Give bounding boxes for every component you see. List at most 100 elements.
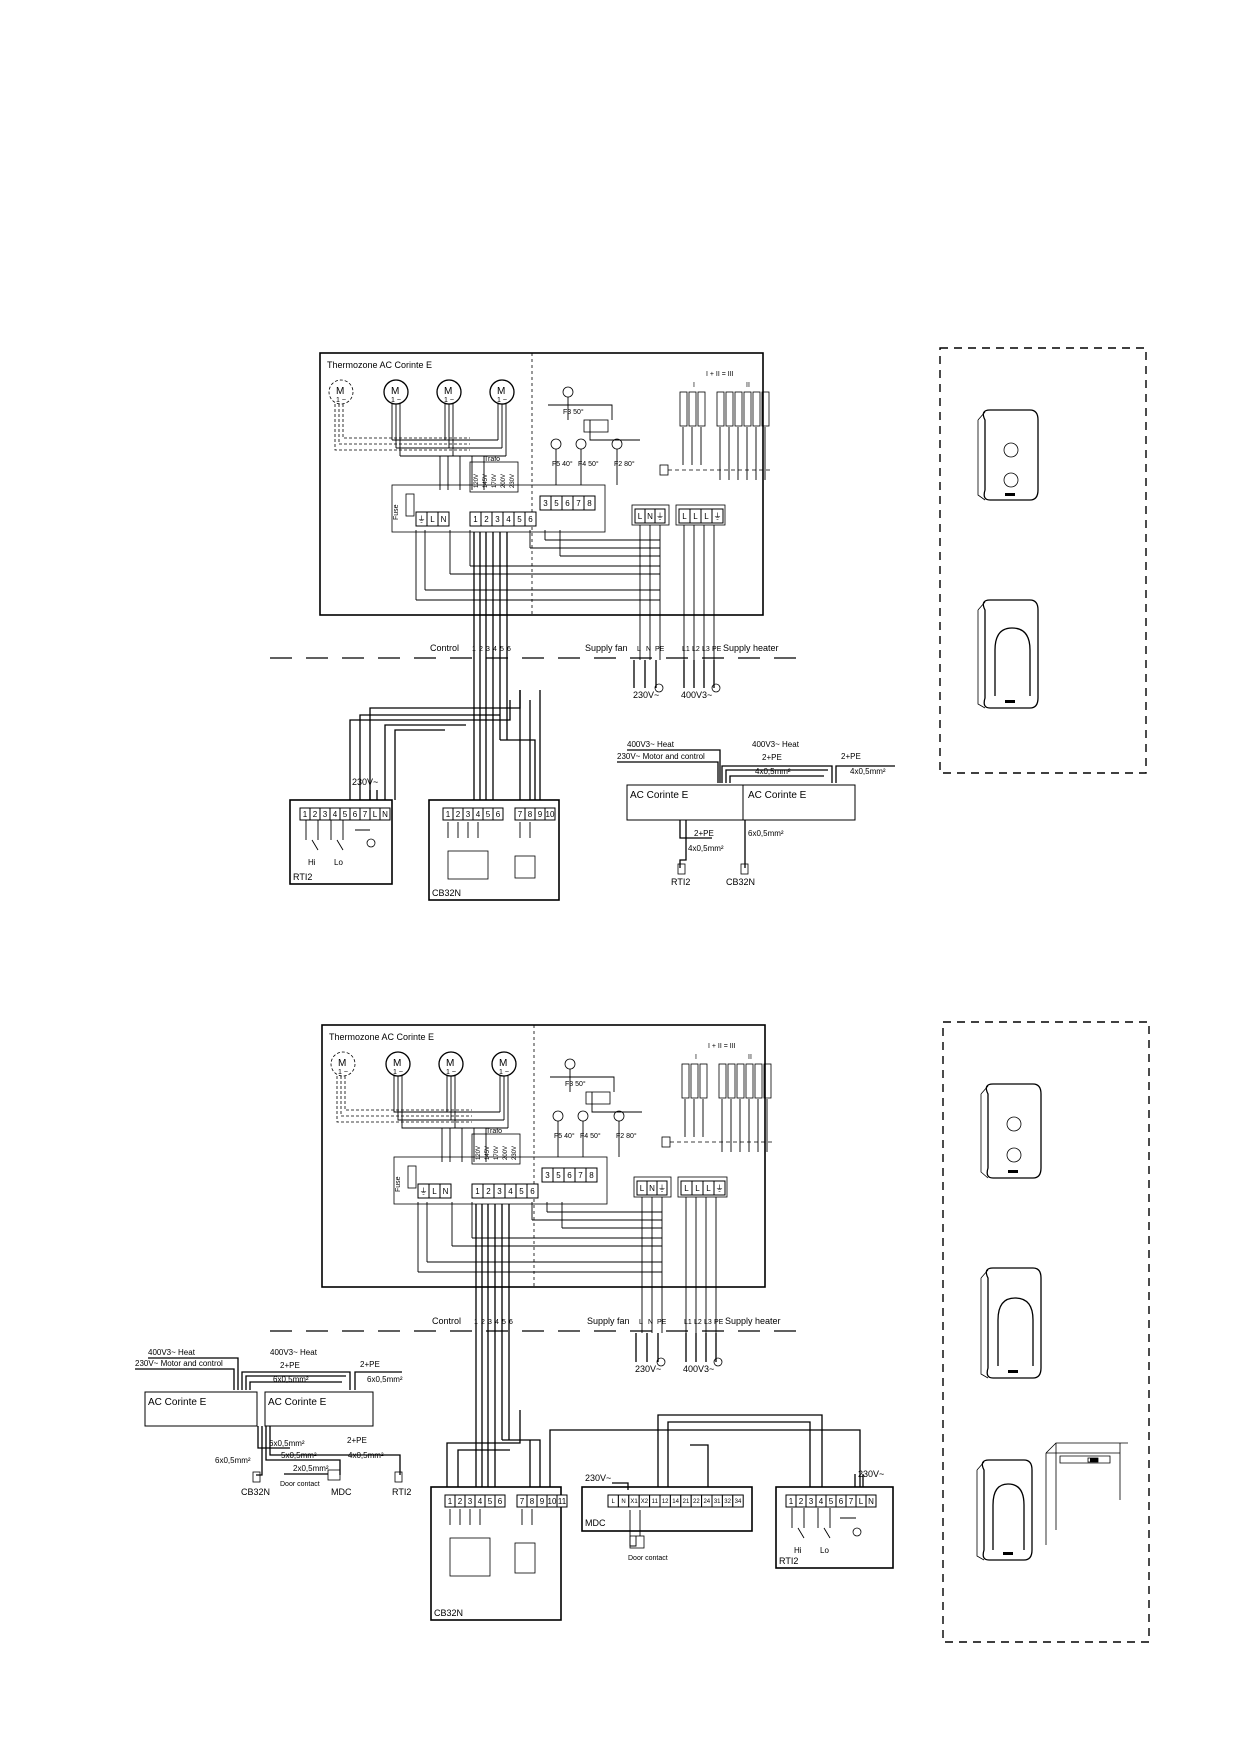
mdc-terminal-label: 11 — [652, 1499, 659, 1505]
control-number: 4 — [495, 1319, 499, 1326]
svg-text:M: M — [391, 386, 399, 397]
svg-text:400V3~ Heat: 400V3~ Heat — [627, 740, 675, 749]
svg-text:400V3~ Heat: 400V3~ Heat — [270, 1348, 318, 1357]
cb32n-terminal-label: 8 — [530, 1497, 535, 1506]
heater-terminal-label: L — [684, 1184, 689, 1193]
svg-text:RTI2: RTI2 — [392, 1487, 411, 1497]
cb32n-terminal-label: 7 — [518, 810, 523, 819]
svg-text:4x0,5mm²: 4x0,5mm² — [755, 767, 791, 776]
svg-text:F2 80°: F2 80° — [616, 1132, 637, 1140]
control-number: 6 — [507, 646, 511, 653]
main-terminal-label: N — [443, 1187, 449, 1196]
main-terminal-label: L — [430, 515, 435, 524]
heater-element-icon — [736, 1063, 745, 1099]
svg-text:AC Corinte E: AC Corinte E — [148, 1397, 207, 1408]
cb32n-terminal-label: 5 — [486, 810, 491, 819]
controller-device-icon — [980, 1267, 1042, 1379]
cb32n-terminal-label: 6 — [496, 810, 501, 819]
rti2-box — [775, 1486, 894, 1569]
control-label: Control — [432, 1316, 461, 1326]
svg-text:Lo: Lo — [334, 858, 343, 867]
svg-text:1 ~: 1 ~ — [499, 1069, 509, 1076]
fuse-label: Fuse — [395, 1176, 402, 1192]
control-number: 5 — [502, 1319, 506, 1326]
supply-heater-terminal: PE — [714, 1319, 724, 1326]
rti2-terminal-label: 3 — [809, 1497, 814, 1506]
rti2-box — [289, 799, 393, 885]
svg-text:230V~ Motor and control: 230V~ Motor and control — [135, 1359, 223, 1368]
heater-terminal-label: L — [693, 512, 698, 521]
control-terminal-label: 5 — [519, 1187, 524, 1196]
svg-text:RTI2: RTI2 — [671, 877, 690, 887]
supply-fan-terminal: N — [648, 1319, 653, 1326]
cb32n-terminal-label: 1 — [448, 1497, 453, 1506]
mdc-door-contact: Door contact — [628, 1555, 668, 1562]
thermostat-icon: F5 40° — [550, 438, 573, 468]
svg-text:II: II — [746, 382, 750, 389]
controller-device-icon — [977, 599, 1039, 709]
aux-terminal-cell — [585, 1167, 598, 1183]
thermostat-icon: F3 50° — [564, 1058, 586, 1088]
motor-icon: M 1 ~ — [491, 1051, 517, 1077]
thermostat-icon: F2 80° — [613, 1110, 637, 1140]
svg-text:6x0,5mm²: 6x0,5mm² — [269, 1439, 305, 1448]
svg-text:1 ~: 1 ~ — [391, 397, 401, 404]
cb32n-terminal-label: 9 — [538, 810, 543, 819]
aux-terminal-label: 5 — [554, 499, 559, 508]
main-terminal-cell — [437, 511, 450, 527]
cb32n-terminal-label: 11 — [558, 1497, 567, 1506]
rti2-terminal-label: 3 — [323, 810, 328, 819]
heater-element-icon — [718, 1063, 727, 1099]
mdc-terminal-label: L — [612, 1499, 616, 1505]
aux-terminal-cell — [583, 495, 596, 511]
cb32n-terminal-label: 3 — [468, 1497, 473, 1506]
supply-heater-label: Supply heater — [723, 643, 779, 653]
svg-text:F3 50°: F3 50° — [565, 1080, 586, 1088]
mdc-terminal-label: 31 — [714, 1499, 721, 1505]
cb32n-name: CB32N — [432, 888, 461, 898]
svg-text:M: M — [446, 1058, 454, 1069]
mdc-terminal-cell — [732, 1494, 744, 1508]
heater-element-icon — [679, 391, 688, 427]
rti2-terminal-label: L — [859, 1497, 864, 1506]
svg-text:Hi: Hi — [308, 858, 316, 867]
control-terminal-label: 6 — [530, 1187, 535, 1196]
main-terminal-label: N — [441, 515, 447, 524]
cb32n-terminal-cell — [544, 807, 556, 821]
svg-text:Hi: Hi — [794, 1546, 802, 1555]
control-number: 4 — [493, 646, 497, 653]
rti2-terminal-label: 5 — [829, 1497, 834, 1506]
unit-frame — [321, 1024, 766, 1288]
door-contact-device-icon — [1045, 1442, 1128, 1545]
supply-heater-terminal: L1 — [682, 646, 690, 653]
door-contact-icon — [629, 1535, 645, 1549]
cb32n-terminal-label: 8 — [528, 810, 533, 819]
heater-terminal-label: L — [695, 1184, 700, 1193]
aux-terminal-label: 6 — [567, 1171, 572, 1180]
rti2-terminal-label: 1 — [789, 1497, 794, 1506]
svg-text:II: II — [748, 1054, 752, 1061]
voltage-heat: 400V3~ — [683, 1364, 714, 1374]
rti2-terminal-label: 7 — [363, 810, 368, 819]
svg-text:F3 50°: F3 50° — [563, 408, 584, 416]
voltage-fan: 230V~ — [633, 690, 659, 700]
rti2-name: RTI2 — [779, 1556, 798, 1566]
controller-device-icon — [977, 409, 1039, 501]
trafo-tap-label: 170V — [492, 474, 498, 488]
control-number: 2 — [479, 646, 483, 653]
svg-text:AC Corinte E: AC Corinte E — [748, 790, 807, 801]
trafo-label: Trafo — [484, 456, 500, 463]
heater-terminal-cell — [713, 1180, 726, 1196]
cb32n-terminal-label: 1 — [446, 810, 451, 819]
cb32n-terminal-label: 10 — [548, 1497, 557, 1506]
fan-terminal-label: N — [647, 512, 653, 521]
supply-heater-terminal: L3 — [702, 646, 710, 653]
fuse-icon — [405, 493, 415, 517]
mdc-terminal-label: 12 — [662, 1499, 669, 1505]
cb32n-terminal-cell — [556, 1494, 568, 1508]
controller-panel — [939, 347, 1147, 774]
mdc-voltage: 230V~ — [585, 1473, 611, 1483]
mdc-terminal-label: X1 — [630, 1499, 638, 1505]
fan-terminal-label: N — [649, 1184, 655, 1193]
